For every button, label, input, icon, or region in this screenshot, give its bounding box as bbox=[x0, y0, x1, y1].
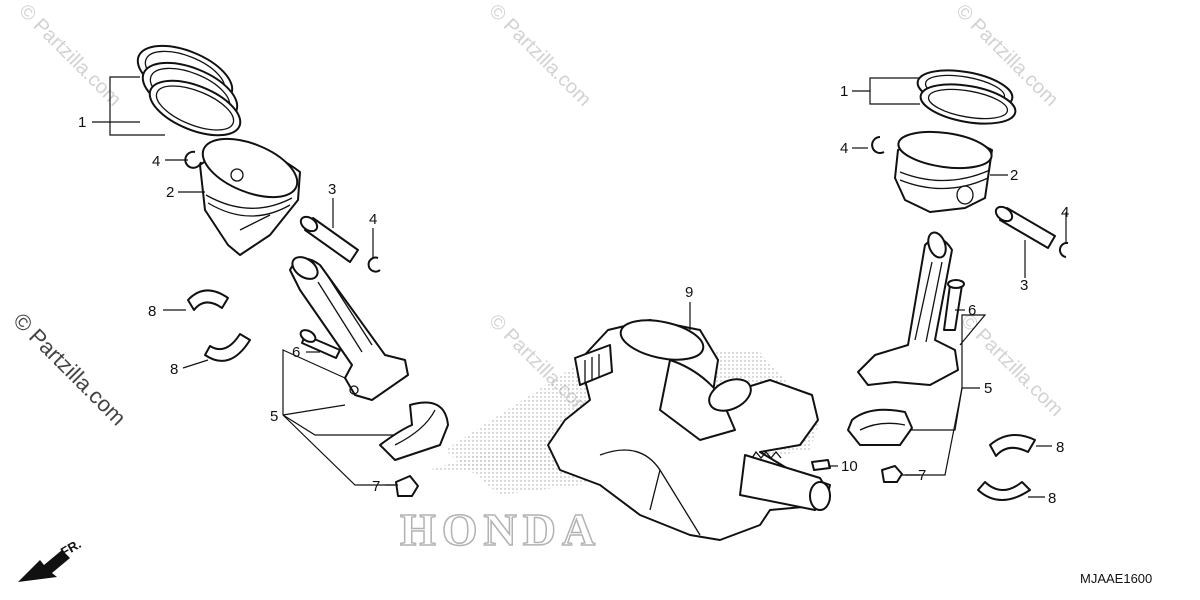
right-rod-bolt bbox=[943, 279, 965, 331]
callout-8-left-lower: 8 bbox=[170, 361, 178, 378]
callout-2-right: 2 bbox=[1010, 167, 1018, 184]
woodruff-key bbox=[811, 459, 831, 471]
left-piston-clip-top bbox=[184, 150, 202, 169]
callout-6-left: 6 bbox=[292, 344, 300, 361]
front-direction-arrow: FR. bbox=[18, 536, 84, 582]
callout-3-left: 3 bbox=[328, 181, 336, 198]
right-piston bbox=[894, 130, 993, 213]
callout-8-right-upper: 8 bbox=[1056, 439, 1064, 456]
callout-3-right: 3 bbox=[1020, 277, 1028, 294]
callout-1-right: 1 bbox=[840, 83, 848, 100]
crankshaft bbox=[547, 319, 831, 541]
right-piston-pin bbox=[994, 205, 1056, 249]
left-rod-nut bbox=[395, 475, 419, 497]
left-piston-rings bbox=[136, 44, 242, 137]
callout-4-left-side: 4 bbox=[369, 211, 377, 228]
callout-4-right-top: 4 bbox=[840, 140, 848, 157]
diagram-code: MJAAE1600 bbox=[1080, 571, 1152, 586]
left-bearing-lower bbox=[204, 333, 251, 362]
callout-1-left: 1 bbox=[78, 114, 86, 131]
callout-2-left: 2 bbox=[166, 184, 174, 201]
right-bearing-upper bbox=[989, 434, 1036, 457]
right-rod-nut bbox=[881, 465, 903, 483]
right-piston-clip-side bbox=[1058, 241, 1069, 258]
right-rod-cap bbox=[847, 408, 913, 446]
callout-6-right: 6 bbox=[968, 302, 976, 319]
watermark-right-middle: © Partzilla.com bbox=[956, 310, 1067, 421]
left-piston bbox=[199, 137, 301, 256]
callout-5-left: 5 bbox=[270, 408, 278, 425]
right-piston-clip-top bbox=[871, 136, 885, 154]
right-connecting-rod bbox=[857, 231, 959, 386]
watermark-top-center: © Partzilla.com bbox=[484, 0, 595, 111]
callout-labels: 1 4 2 3 4 8 6 8 5 7 9 10 1 4 2 4 3 6 5 8… bbox=[78, 83, 1069, 507]
left-bearing-upper bbox=[187, 289, 229, 311]
left-rod-cap bbox=[379, 401, 449, 461]
left-rod-bolt bbox=[299, 329, 341, 359]
callout-10-key: 10 bbox=[841, 458, 858, 475]
callout-8-right-lower: 8 bbox=[1048, 490, 1056, 507]
leader-lines bbox=[92, 76, 1067, 498]
callout-4-right-side: 4 bbox=[1061, 204, 1069, 221]
callout-9-crankshaft: 9 bbox=[685, 284, 693, 301]
right-bearing-lower bbox=[977, 481, 1031, 501]
watermark-left-side: © Partzilla.com bbox=[8, 308, 131, 431]
left-piston-clip-side bbox=[367, 256, 381, 273]
left-connecting-rod bbox=[289, 256, 409, 401]
left-piston-pin bbox=[299, 215, 359, 263]
callout-7-left: 7 bbox=[372, 478, 380, 495]
right-piston-rings bbox=[916, 69, 1017, 125]
callout-7-right: 7 bbox=[918, 467, 926, 484]
callout-5-right: 5 bbox=[984, 380, 992, 397]
callout-4-left-top: 4 bbox=[152, 153, 160, 170]
honda-logo-text: HONDA bbox=[400, 504, 601, 555]
watermark-top-left: © Partzilla.com bbox=[14, 0, 125, 111]
callout-8-left-upper: 8 bbox=[148, 303, 156, 320]
